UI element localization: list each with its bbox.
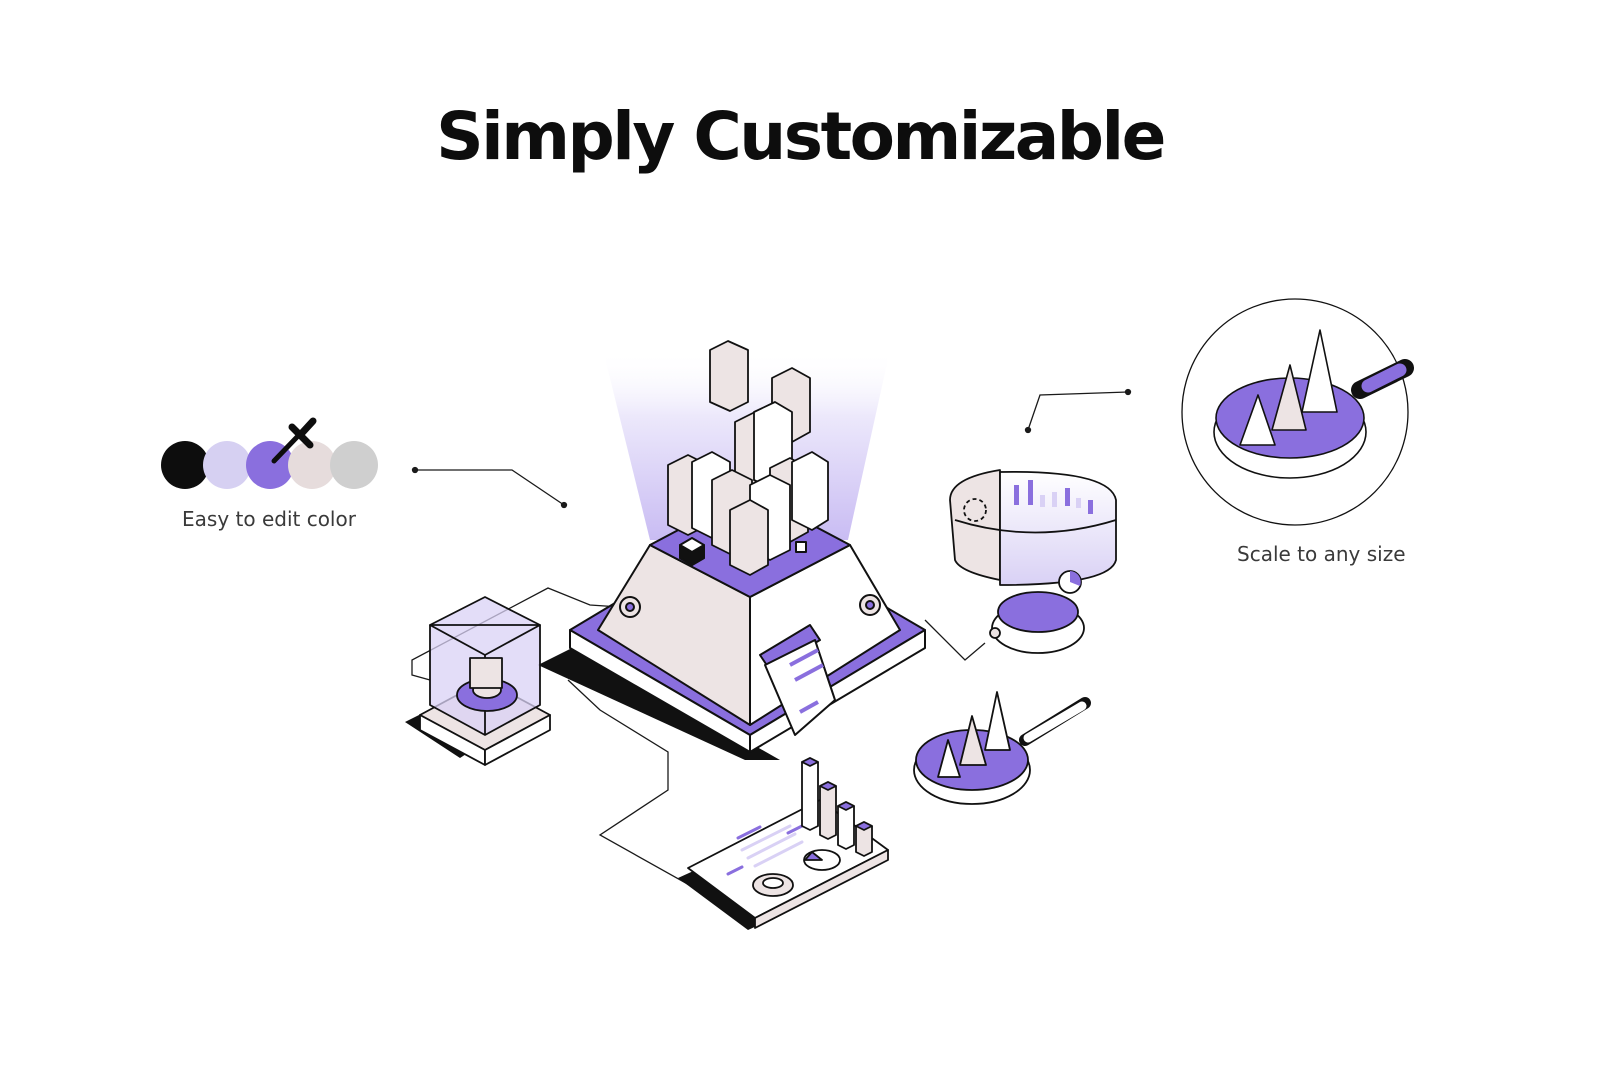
magnifier-icon (913, 691, 1091, 805)
color-palette (161, 417, 378, 489)
glass-cube-device (405, 596, 551, 766)
floating-blocks (667, 340, 829, 576)
color-feature-caption: Easy to edit color (182, 507, 356, 531)
eyedropper-icon (271, 417, 317, 464)
scale-feature-caption: Scale to any size (1237, 542, 1406, 566)
swatch-lavender (203, 441, 251, 489)
tablet-dashboard (678, 757, 889, 930)
central-machine (538, 491, 926, 760)
hologram-ring-device (949, 469, 1117, 654)
page-title: Simply Customizable (436, 98, 1166, 175)
connector-lines (411, 388, 1132, 906)
swatch-gray (330, 441, 378, 489)
swatch-rose (288, 441, 336, 489)
zoom-detail (1181, 298, 1414, 526)
swatch-black (161, 441, 209, 489)
